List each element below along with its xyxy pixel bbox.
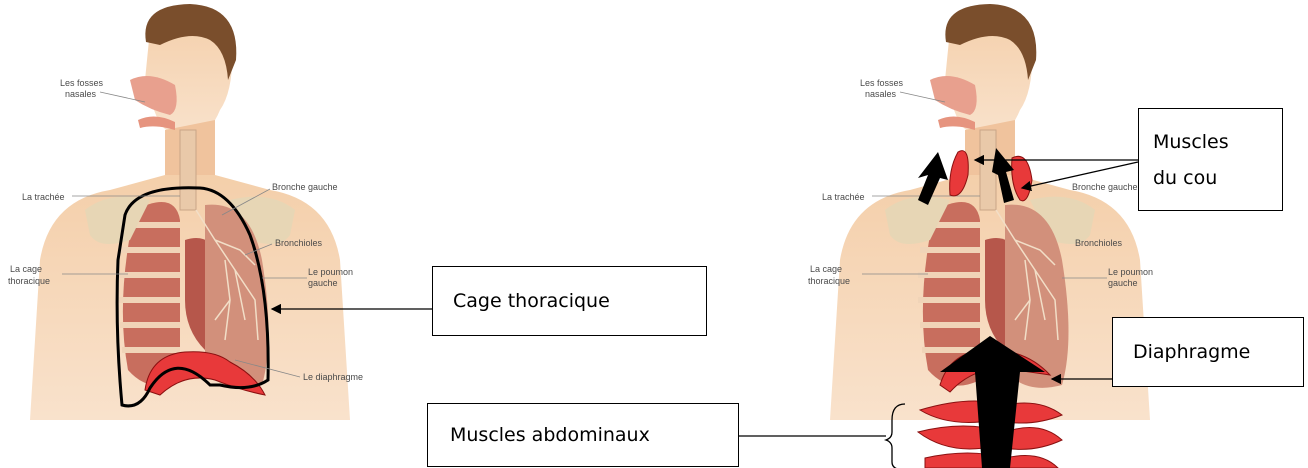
callout-diaphragme-text: Diaphragme — [1133, 341, 1250, 363]
label-fosses-1: Les fosses — [60, 78, 104, 88]
r-label-cage-2: thoracique — [808, 276, 850, 286]
label-diaphragme: Le diaphragme — [303, 372, 363, 382]
label-cage-1: La cage — [10, 264, 42, 274]
r-label-cage-1: La cage — [810, 264, 842, 274]
callout-abdominaux-text: Muscles abdominaux — [450, 424, 650, 446]
label-trachee: La trachée — [22, 192, 65, 202]
label-poumon-1: Le poumon — [308, 267, 353, 277]
r-label-bronche: Bronche gauche — [1072, 182, 1138, 192]
label-poumon-2: gauche — [308, 278, 338, 288]
callout-cou-line2: du cou — [1153, 160, 1217, 196]
label-fosses-2: nasales — [65, 89, 97, 99]
r-label-fosses-2: nasales — [865, 89, 897, 99]
r-label-fosses-1: Les fosses — [860, 78, 904, 88]
left-anatomy-figure: Les fosses nasales La trachée Bronche ga… — [8, 4, 432, 420]
label-bronchioles: Bronchioles — [275, 238, 323, 248]
callout-muscles-cou: Muscles du cou — [1138, 108, 1283, 211]
callout-cage-thoracique: Cage thoracique — [432, 266, 707, 336]
callout-diaphragme: Diaphragme — [1112, 317, 1304, 387]
r-label-bronchioles: Bronchioles — [1075, 238, 1123, 248]
label-cage-2: thoracique — [8, 276, 50, 286]
callout-cou-line1: Muscles — [1153, 124, 1229, 160]
label-bronche: Bronche gauche — [272, 182, 338, 192]
right-anatomy-figure: Les fosses nasales La trachée Bronche ga… — [808, 4, 1153, 468]
r-label-poumon-1: Le poumon — [1108, 267, 1153, 277]
r-label-poumon-2: gauche — [1108, 278, 1138, 288]
callout-cage-text: Cage thoracique — [453, 290, 610, 312]
r-label-trachee: La trachée — [822, 192, 865, 202]
callout-muscles-abdominaux: Muscles abdominaux — [427, 403, 739, 467]
